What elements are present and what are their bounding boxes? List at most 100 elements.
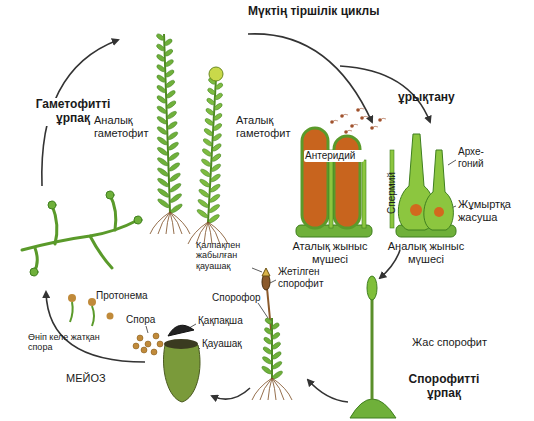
leaf	[156, 115, 168, 125]
leaf	[157, 187, 171, 198]
leader-line	[146, 326, 148, 333]
leaf	[211, 153, 222, 163]
leaf	[213, 112, 223, 121]
leaf	[200, 168, 212, 178]
part-label: Қауашақ	[202, 338, 256, 350]
leaf	[156, 136, 168, 146]
male-gametophyte	[188, 77, 228, 244]
rhizoid	[166, 212, 170, 234]
leaf	[264, 317, 273, 325]
leader-line	[448, 160, 456, 165]
germ-tube	[70, 302, 73, 322]
stage-label: Протонема	[96, 290, 158, 302]
leaf	[207, 87, 216, 95]
part-label: Спорофор	[212, 292, 268, 304]
leaf	[263, 336, 273, 345]
bud	[48, 201, 56, 209]
spore	[88, 298, 96, 306]
leaf	[211, 143, 222, 153]
leaf	[165, 69, 175, 78]
bud	[30, 268, 38, 276]
leaf	[169, 182, 182, 193]
leader-line	[258, 303, 268, 318]
leaf	[164, 59, 174, 68]
leaf	[213, 102, 223, 111]
spore	[68, 294, 76, 302]
stage-heading: ұрықтану	[398, 91, 468, 105]
leaf	[168, 162, 181, 173]
leaf	[214, 82, 223, 90]
sporophyte-gametophore	[252, 317, 292, 400]
leaf	[166, 120, 178, 130]
leaf	[206, 97, 216, 106]
capsule-detail	[133, 325, 200, 402]
leaf	[261, 355, 272, 365]
part-label: Спермий	[386, 164, 398, 214]
leaf	[156, 84, 167, 93]
leaf	[198, 188, 210, 199]
archegonia	[390, 134, 456, 237]
rhizoid	[170, 212, 182, 234]
leaf	[271, 322, 280, 330]
leaf	[165, 79, 176, 88]
egg-cell	[434, 207, 444, 217]
rhizoid	[170, 212, 190, 234]
archegonium	[424, 150, 454, 230]
leafy-base	[350, 399, 396, 418]
female-gametophyte	[150, 33, 190, 234]
leaf	[156, 125, 168, 135]
leaf	[156, 64, 166, 73]
leaf	[262, 346, 273, 355]
young-sporophyte	[350, 276, 396, 418]
flagellum	[342, 114, 348, 116]
flagellum	[380, 118, 386, 120]
leaf	[201, 148, 212, 158]
part-label: Аталық жыныс мүшесі	[288, 240, 372, 265]
leaf	[210, 163, 222, 173]
rhizoid	[150, 212, 170, 234]
leaf	[167, 131, 179, 141]
process-label: МЕЙОЗ	[66, 372, 118, 385]
leaf	[203, 127, 214, 136]
flagellum	[332, 120, 338, 122]
rhizoid	[170, 212, 174, 234]
flagellum	[352, 124, 358, 126]
part-label: Антеридий	[304, 150, 364, 162]
leaf	[200, 158, 211, 168]
leaf	[164, 48, 174, 57]
sperm-cells	[330, 108, 386, 134]
diagram-title: Мүктің тіршілік циклы	[248, 5, 418, 19]
rhizoid	[158, 212, 170, 234]
spore	[141, 347, 147, 353]
antheridia	[296, 108, 386, 237]
leaf	[157, 177, 170, 188]
rhizoid	[272, 378, 292, 400]
cycle-arrows	[42, 34, 430, 402]
male-rosette	[209, 67, 223, 81]
spore	[153, 333, 159, 339]
part-label: Спора	[126, 314, 162, 326]
spore	[151, 349, 157, 355]
spore	[107, 313, 114, 320]
leaf	[214, 92, 224, 101]
stage-label: Жетілген спорофит	[278, 266, 338, 289]
leaf	[205, 107, 215, 116]
leaf	[208, 203, 221, 214]
generation-heading: Спорофитті ұрпақ	[396, 373, 492, 401]
leaf	[271, 341, 281, 350]
rhizoid	[272, 378, 284, 400]
leaf	[156, 43, 166, 52]
cycle-arrow	[46, 292, 145, 362]
spore	[137, 335, 143, 341]
part-label: Жұмыртқа жасуша	[458, 198, 528, 223]
leaf	[156, 167, 169, 178]
plant-label: Аталық гаметофит	[236, 114, 298, 139]
paraphysis	[329, 150, 333, 228]
leader-line	[252, 268, 262, 272]
spore	[145, 341, 151, 347]
flagellum	[372, 126, 378, 128]
egg-cell	[410, 204, 422, 216]
antheridium	[302, 128, 328, 228]
